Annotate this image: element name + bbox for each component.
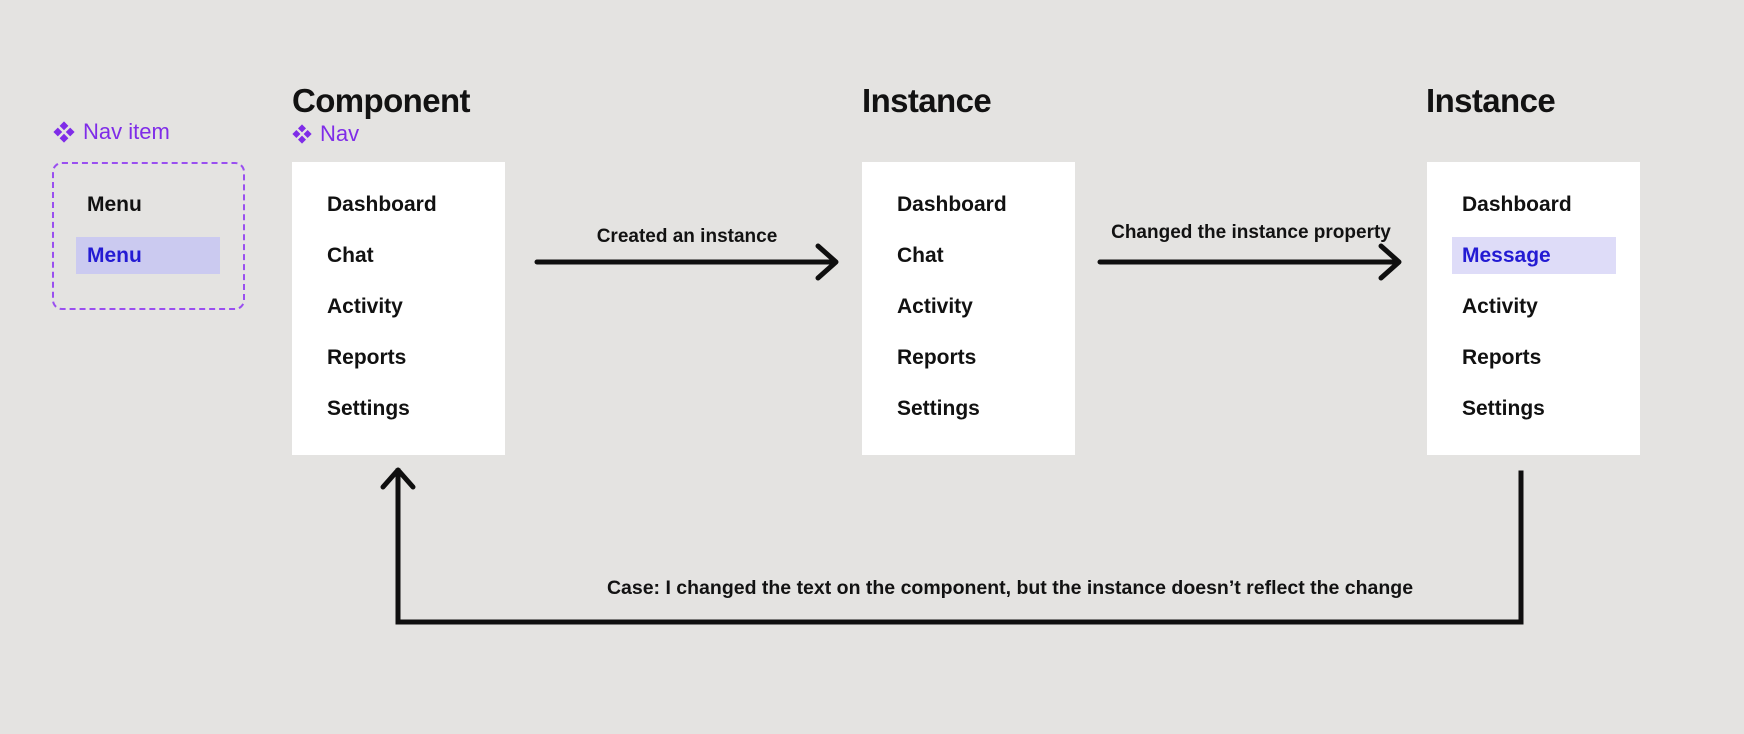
menu-item-reports: Reports: [327, 346, 407, 369]
menu-item-reports: Reports: [1462, 346, 1542, 369]
instance2-title: Instance: [1426, 82, 1556, 119]
menu-item-settings: Settings: [327, 397, 410, 420]
instance2-nav-panel: Dashboard Message Activity Reports Setti…: [1427, 162, 1640, 455]
component-nav-panel: Dashboard Chat Activity Reports Settings: [292, 162, 505, 455]
nav-component-tag: Nav: [292, 121, 359, 147]
menu-item-activity: Activity: [1462, 295, 1538, 318]
nav-item-component-tag: Nav item: [53, 119, 170, 145]
menu-item-message-overridden: Message: [1427, 230, 1640, 281]
changed-property-arrowhead-icon: [1378, 243, 1402, 281]
component-title: Component: [292, 82, 471, 119]
menu-item-activity: Activity: [327, 295, 403, 318]
menu-item-activity: Activity: [897, 295, 973, 318]
menu-item-settings: Settings: [897, 397, 980, 420]
created-instance-arrowhead-icon: [815, 243, 839, 281]
changed-property-arrow-label: Changed the instance property: [1111, 222, 1391, 243]
instance1-nav-panel: Dashboard Chat Activity Reports Settings: [862, 162, 1075, 455]
menu-item-dashboard: Dashboard: [327, 193, 437, 216]
nav-component-tag-label: Nav: [320, 121, 360, 146]
menu-item-dashboard: Dashboard: [1462, 193, 1572, 216]
master-menu-item-selected: Menu: [54, 230, 243, 281]
instance1-title: Instance: [862, 82, 992, 119]
created-instance-arrow-label: Created an instance: [596, 226, 778, 247]
menu-item-dashboard: Dashboard: [897, 193, 1007, 216]
menu-item-chat: Chat: [897, 244, 944, 267]
nav-item-tag-label: Nav item: [83, 119, 170, 144]
component-diamonds-icon: [292, 124, 312, 144]
feedback-loop-arrowhead-icon: [380, 467, 416, 490]
case-note: Case: I changed the text on the componen…: [606, 577, 1414, 599]
menu-item-chat: Chat: [327, 244, 374, 267]
menu-item-settings: Settings: [1462, 397, 1545, 420]
menu-item-reports: Reports: [897, 346, 977, 369]
nav-item-master-frame: Menu Menu: [52, 162, 245, 310]
component-diamonds-icon: [53, 121, 75, 143]
master-menu-item-default: Menu: [87, 193, 142, 216]
